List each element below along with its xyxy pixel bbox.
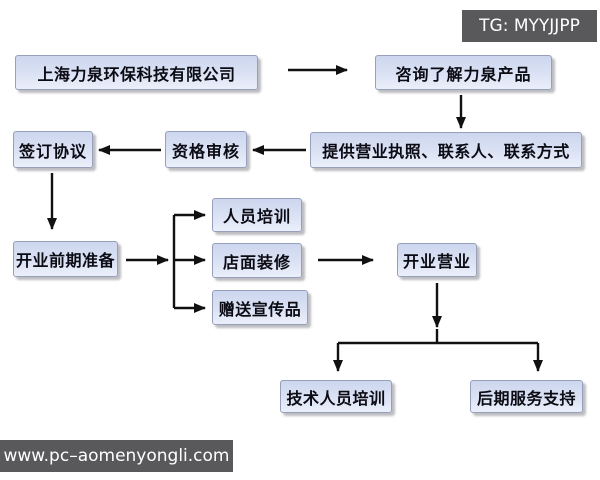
node-prepare: 开业前期准备 (13, 241, 118, 277)
node-company: 上海力泉环保科技有限公司 (15, 55, 258, 90)
node-sign: 签订协议 (13, 131, 93, 168)
node-consult: 咨询了解力泉产品 (375, 55, 552, 90)
node-decoration: 店面装修 (212, 243, 302, 278)
node-opening: 开业营业 (397, 243, 477, 277)
node-provide: 提供营业执照、联系人、联系方式 (310, 132, 582, 168)
node-review: 资格审核 (165, 131, 247, 168)
node-promo: 赠送宣传品 (212, 290, 308, 325)
node-training: 人员培训 (212, 198, 302, 232)
node-tech-training: 技术人员培训 (280, 380, 392, 413)
node-support: 后期服务支持 (470, 380, 583, 413)
tg-badge: TG: MYYJJPP (462, 10, 597, 42)
watermark-badge: www.pc–aomenyongli.com (0, 440, 233, 472)
